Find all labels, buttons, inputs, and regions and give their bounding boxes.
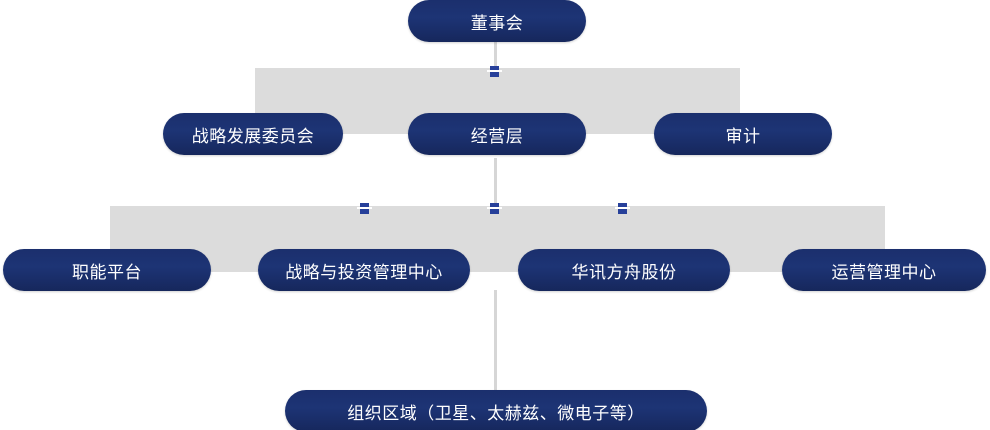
- node-organization-region[interactable]: 组织区域（卫星、太赫兹、微电子等）: [285, 390, 707, 430]
- node-functional-platform[interactable]: 职能平台: [3, 249, 211, 291]
- connector-line-board-to-management: [494, 38, 497, 72]
- connector-stud-row3-right: [615, 203, 630, 214]
- connector-line-management-to-row3: [494, 158, 497, 208]
- connector-stud-row3-left: [357, 203, 372, 214]
- node-management-layer[interactable]: 经营层: [408, 113, 586, 155]
- node-operations-management-center[interactable]: 运营管理中心: [782, 249, 986, 291]
- node-audit[interactable]: 审计: [654, 113, 832, 155]
- node-strategy-committee[interactable]: 战略发展委员会: [163, 113, 343, 155]
- connector-stud-row3-center: [487, 203, 502, 214]
- node-board[interactable]: 董事会: [408, 0, 586, 42]
- connector-stud-row2-center: [487, 66, 502, 77]
- node-strategy-investment-center[interactable]: 战略与投资管理中心: [258, 249, 470, 291]
- node-huaxun-fangzhou[interactable]: 华讯方舟股份: [518, 249, 730, 291]
- connector-line-row3-to-org-region: [494, 290, 497, 390]
- row3-band: [110, 206, 885, 272]
